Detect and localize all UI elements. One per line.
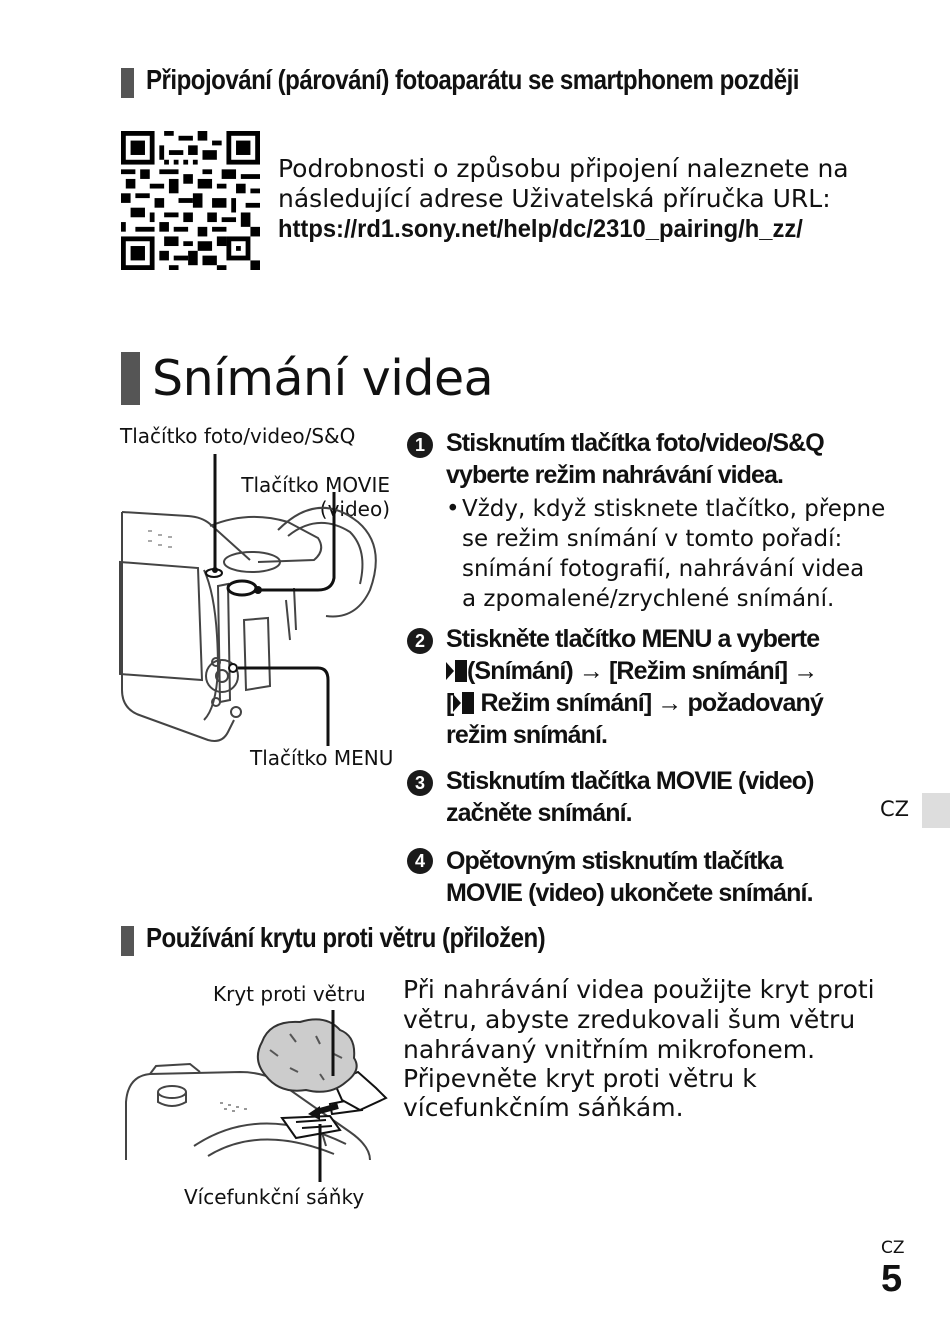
step-2-line4: režim snímání. [446,721,608,749]
step-3-line2: začněte snímání. [446,799,633,827]
windscreen-section-title: Používání krytu proti větru (přiložen) [146,922,546,953]
step-1-note-line: a zpomalené/zrychlené snímání. [462,586,835,612]
step-1-note-line: snímání fotografií, nahrávání videa [462,556,865,582]
step-2-line3: [ Režim snímání] → požadovaný [446,689,824,717]
section-marker [121,352,140,405]
pairing-text-line1: Podrobnosti o způsobu připojení naleznet… [278,154,849,183]
side-language-tab [922,793,950,828]
video-section-title: Snímání videa [152,350,494,407]
label-multi-interface-shoe: Vícefunkční sáňky [184,1185,365,1209]
step-number: 2 [407,628,433,654]
pairing-text-line2: následující adrese Uživatelská příručka … [278,184,831,213]
step-2-line1: Stiskněte tlačítko MENU a vyberte [446,625,820,653]
side-language-label: CZ [880,797,910,821]
qr-code-icon [121,131,260,270]
step-number: 4 [407,848,433,874]
step-4-line1: Opětovným stisknutím tlačítka [446,847,783,875]
camera-illustration [119,454,377,746]
section-marker [121,926,134,956]
shooting-mode-icon [446,657,467,685]
step-4-line2: MOVIE (video) ukončete snímání. [446,879,814,907]
label-menu-button: Tlačítko MENU [250,746,394,770]
windscreen-text-line: větru, abyste zredukovali šum větru [403,1005,856,1034]
page-number: 5 [881,1258,903,1300]
step-1-note-line: se režim snímání v tomto pořadí: [462,526,843,552]
shooting-mode-icon [453,689,475,717]
windscreen-text-line: Při nahrávání videa použijte kryt proti [403,975,875,1004]
step-2-line2: (Snímání) → [Režim snímání] → [446,655,818,687]
step-1-note-line: Vždy, když stisknete tlačítko, přepne [462,496,886,522]
pairing-section-title: Připojování (párování) fotoaparátu se sm… [146,64,799,95]
pairing-url-link[interactable]: https://rd1.sony.net/help/dc/2310_pairin… [278,215,803,243]
step-number: 1 [407,432,433,458]
label-windscreen: Kryt proti větru [213,982,366,1006]
step-number: 3 [407,770,433,796]
windscreen-text-line: Připevněte kryt proti větru k [403,1064,757,1093]
step-1-bullet: • [446,496,460,522]
section-marker [121,68,134,98]
step-1-line2: vyberte režim nahrávání videa. [446,461,784,489]
label-photo-video-button: Tlačítko foto/video/S&Q [120,424,356,448]
footer-language: CZ [881,1238,905,1258]
step-1-line1: Stisknutím tlačítka foto/video/S&Q [446,429,825,457]
windscreen-text-line: vícefunkčním sáňkám. [403,1093,684,1122]
windscreen-illustration [125,1010,388,1182]
windscreen-text-line: nahrávaný vnitřním mikrofonem. [403,1035,816,1064]
step-3-line1: Stisknutím tlačítka MOVIE (video) [446,767,815,795]
label-movie-button-line1: Tlačítko MOVIE [241,473,390,497]
